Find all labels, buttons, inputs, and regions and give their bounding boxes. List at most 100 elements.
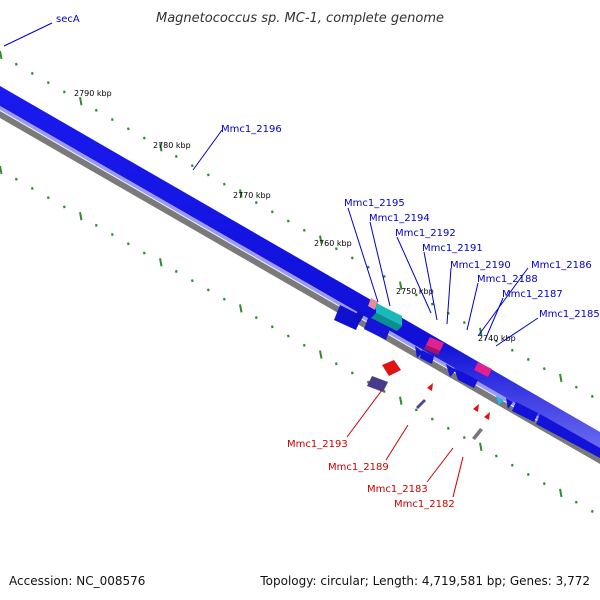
leader-mmc1-2194 — [369, 221, 391, 307]
label-mmc1-2183[interactable]: Mmc1_2183 — [367, 484, 428, 495]
outer-tick — [159, 143, 163, 152]
leader-mmc1-2191 — [423, 251, 438, 321]
gene-arrow-mmc1-2196-end[interactable] — [334, 305, 362, 330]
gene-mmc1-2189-arrow[interactable] — [427, 383, 433, 391]
outer-tick — [302, 228, 306, 232]
label-mmc1-2190[interactable]: Mmc1_2190 — [450, 260, 511, 271]
inner-tick — [494, 454, 498, 458]
gene-mmc1-2193-top[interactable] — [382, 360, 401, 376]
outer-tick — [350, 256, 354, 260]
inner-tick — [574, 500, 578, 504]
label-mmc1-2194[interactable]: Mmc1_2194 — [369, 213, 430, 224]
label-seca[interactable]: secA — [56, 14, 80, 25]
leader-seca — [3, 22, 53, 47]
inner-tick — [510, 463, 514, 467]
inner-tick — [382, 389, 386, 393]
gene-mmc1-2186-a[interactable] — [454, 368, 464, 380]
gene-light-blue-arrow[interactable] — [496, 396, 504, 405]
inner-tick-marks — [0, 165, 594, 513]
gene-mmc1-2186-b[interactable] — [458, 372, 478, 388]
map-title: Magnetococcus sp. MC-1, complete genome — [156, 11, 444, 26]
gene-mmc1-2191[interactable] — [426, 337, 444, 351]
label-mmc1-2187[interactable]: Mmc1_2187 — [502, 289, 563, 300]
gene-small-arrow-2[interactable] — [506, 398, 513, 409]
inner-tick — [350, 371, 354, 375]
outer-tick — [334, 247, 338, 251]
outer-tick — [206, 173, 210, 177]
inner-tick — [142, 251, 146, 255]
leader-mmc1-2183 — [426, 447, 454, 483]
gene-mmc1-2194-top[interactable] — [376, 303, 402, 326]
gene-mmc1-2190[interactable] — [415, 346, 423, 358]
outer-tick — [462, 321, 466, 325]
inner-tick — [190, 279, 194, 283]
gene-block-right[interactable] — [512, 402, 538, 422]
outer-tick — [110, 118, 114, 122]
label-mmc1-2185[interactable]: Mmc1_2185 — [539, 309, 600, 320]
kbp-label-2750: 2750 kbp — [396, 287, 434, 296]
outer-tick — [126, 127, 130, 131]
outer-tick — [270, 210, 274, 214]
inner-tick — [270, 325, 274, 329]
outer-tick — [494, 339, 498, 343]
inner-tick — [462, 436, 466, 440]
outer-tick — [590, 394, 594, 398]
label-mmc1-2193[interactable]: Mmc1_2193 — [287, 439, 348, 450]
leader-mmc1-2193 — [346, 389, 383, 438]
gene-mmc1-2187[interactable] — [446, 364, 456, 377]
gene-mmc1-2194-side[interactable] — [371, 313, 402, 331]
label-mmc1-2195[interactable]: Mmc1_2195 — [344, 198, 405, 209]
outer-tick-marks — [0, 50, 594, 398]
inner-tick — [559, 488, 563, 498]
outer-tick — [526, 358, 530, 361]
gene-mmc1-2183[interactable] — [473, 404, 479, 412]
outer-tick — [0, 50, 3, 60]
outer-tick — [30, 71, 34, 75]
kbp-label-2770: 2770 kbp — [233, 191, 271, 200]
label-mmc1-2189[interactable]: Mmc1_2189 — [328, 462, 389, 473]
inner-tick — [479, 442, 483, 451]
leader-mmc1-2186 — [477, 267, 529, 337]
leader-mmc1-2195 — [347, 207, 379, 303]
gene-mmc1-2183-b[interactable] — [484, 412, 490, 420]
outer-tick — [46, 81, 50, 85]
outer-tick — [14, 62, 18, 66]
gene-mmc1-2195[interactable] — [368, 298, 378, 310]
gene-mmc1-2185[interactable] — [474, 362, 492, 377]
inner-tick — [222, 297, 226, 301]
inner-tick — [110, 233, 114, 237]
label-mmc1-2188[interactable]: Mmc1_2188 — [477, 274, 538, 285]
outer-tick — [94, 108, 98, 112]
label-mmc1-2191[interactable]: Mmc1_2191 — [422, 243, 483, 254]
label-mmc1-2196[interactable]: Mmc1_2196 — [221, 124, 282, 135]
leader-mmc1-2187 — [484, 297, 504, 341]
outer-tick — [239, 189, 243, 198]
inner-tick — [286, 334, 290, 338]
inner-tick — [159, 258, 163, 267]
outer-tick — [510, 348, 514, 352]
outer-tick — [174, 155, 178, 158]
outer-tick — [414, 293, 418, 297]
genome-summary-text: Topology: circular; Length: 4,719,581 bp… — [260, 574, 590, 588]
gene-small-arrow-1[interactable] — [354, 311, 364, 322]
leader-mmc1-2192 — [396, 236, 432, 314]
inner-tick — [126, 242, 130, 246]
label-mmc1-2182[interactable]: Mmc1_2182 — [394, 499, 455, 510]
gene-mmc1-2191-side[interactable] — [424, 345, 440, 355]
outer-tick — [399, 281, 403, 290]
inner-tick — [30, 186, 34, 190]
label-mmc1-2186[interactable]: Mmc1_2186 — [531, 260, 592, 271]
gene-mmc1-2192[interactable] — [364, 318, 390, 340]
gene-mmc1-2182[interactable] — [472, 428, 483, 440]
outer-tick — [222, 182, 226, 186]
label-mmc1-2192[interactable]: Mmc1_2192 — [395, 228, 456, 239]
inner-tick — [174, 270, 178, 273]
leader-mmc1-2196 — [192, 129, 223, 171]
outer-tick — [319, 235, 323, 244]
inner-tick — [239, 304, 243, 313]
gene-mmc1-2193[interactable] — [367, 376, 388, 392]
gene-mmc1-2189[interactable] — [416, 399, 426, 409]
gene-long-right[interactable] — [536, 414, 600, 458]
gene-mmc1-2188[interactable] — [420, 350, 434, 364]
